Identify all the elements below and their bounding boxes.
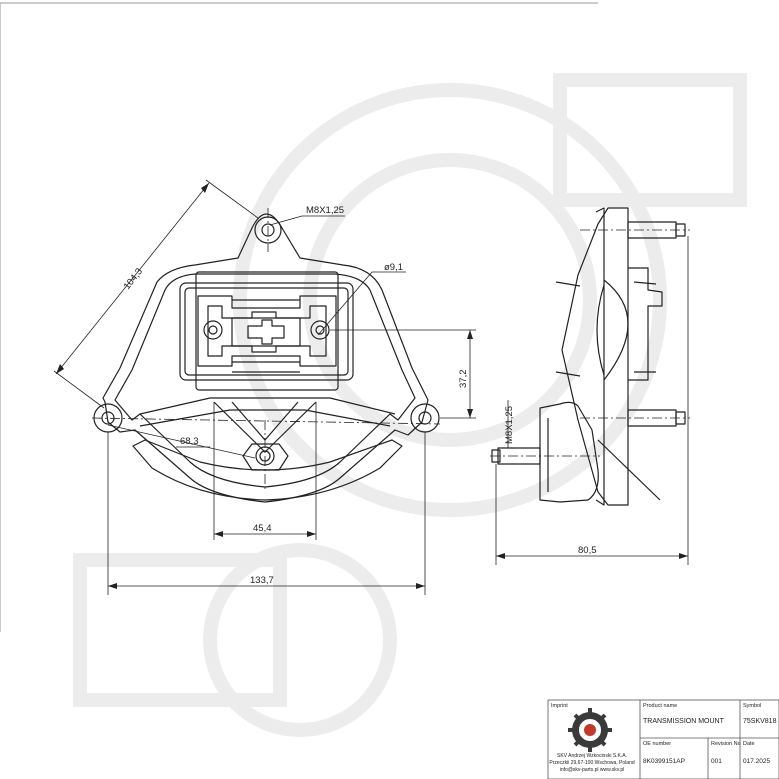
company-line-2: Przeczkii 29,67-100 Wschowa, Poland <box>549 760 635 766</box>
rubber-frame <box>195 271 339 391</box>
product-name: TRANSMISSION MOUNT <box>643 718 725 725</box>
label-product: Product name <box>643 703 677 709</box>
dim-side-thread: M8X1,25 <box>504 406 515 444</box>
label-date: Date <box>743 741 755 747</box>
page-frame <box>0 2 598 632</box>
revision-value: 001 <box>711 758 722 765</box>
dim-hole-dia: ø9,1 <box>384 262 403 273</box>
company-line-1: SKV Andrzej Wzkocinski S.K.A. <box>557 753 627 759</box>
label-oe-number: OE number <box>643 741 671 747</box>
side-dimension-lines <box>495 236 689 565</box>
watermark-logo <box>73 73 747 737</box>
label-company: Imprint <box>551 703 568 709</box>
label-revision: Revision No <box>711 741 741 747</box>
front-view <box>93 213 440 503</box>
product-symbol: 75SKV818 <box>743 718 777 725</box>
housing-outline <box>102 213 429 503</box>
company-line-3: info@skv-parts.pl www.skv.pl <box>560 767 624 773</box>
dim-height-right: 37,2 <box>458 370 469 389</box>
dim-inner-angle: 68,3 <box>180 436 199 447</box>
right-ear-ring <box>410 403 440 433</box>
housing-inner-outline <box>114 273 416 488</box>
label-symbol: Symbol <box>743 703 761 709</box>
front-dimension-lines <box>53 179 476 595</box>
dim-thread-top: M8X1,25 <box>306 205 344 216</box>
dim-bottom-inner: 45,4 <box>253 523 272 534</box>
arrowheads <box>56 183 688 589</box>
title-block <box>547 699 779 779</box>
date-value: 017.2025 <box>743 758 770 765</box>
oe-number-value: 8K0399151AP <box>643 758 685 765</box>
centerlines <box>91 208 441 490</box>
right-ear-hole <box>418 411 432 425</box>
dim-side-width: 80,5 <box>578 545 597 556</box>
center-nut <box>242 443 289 471</box>
rubber-outer <box>179 282 354 381</box>
dim-overall-width: 133,7 <box>250 575 274 586</box>
dim-diag-length: 104,3 <box>122 266 145 292</box>
company-logo <box>568 708 612 752</box>
